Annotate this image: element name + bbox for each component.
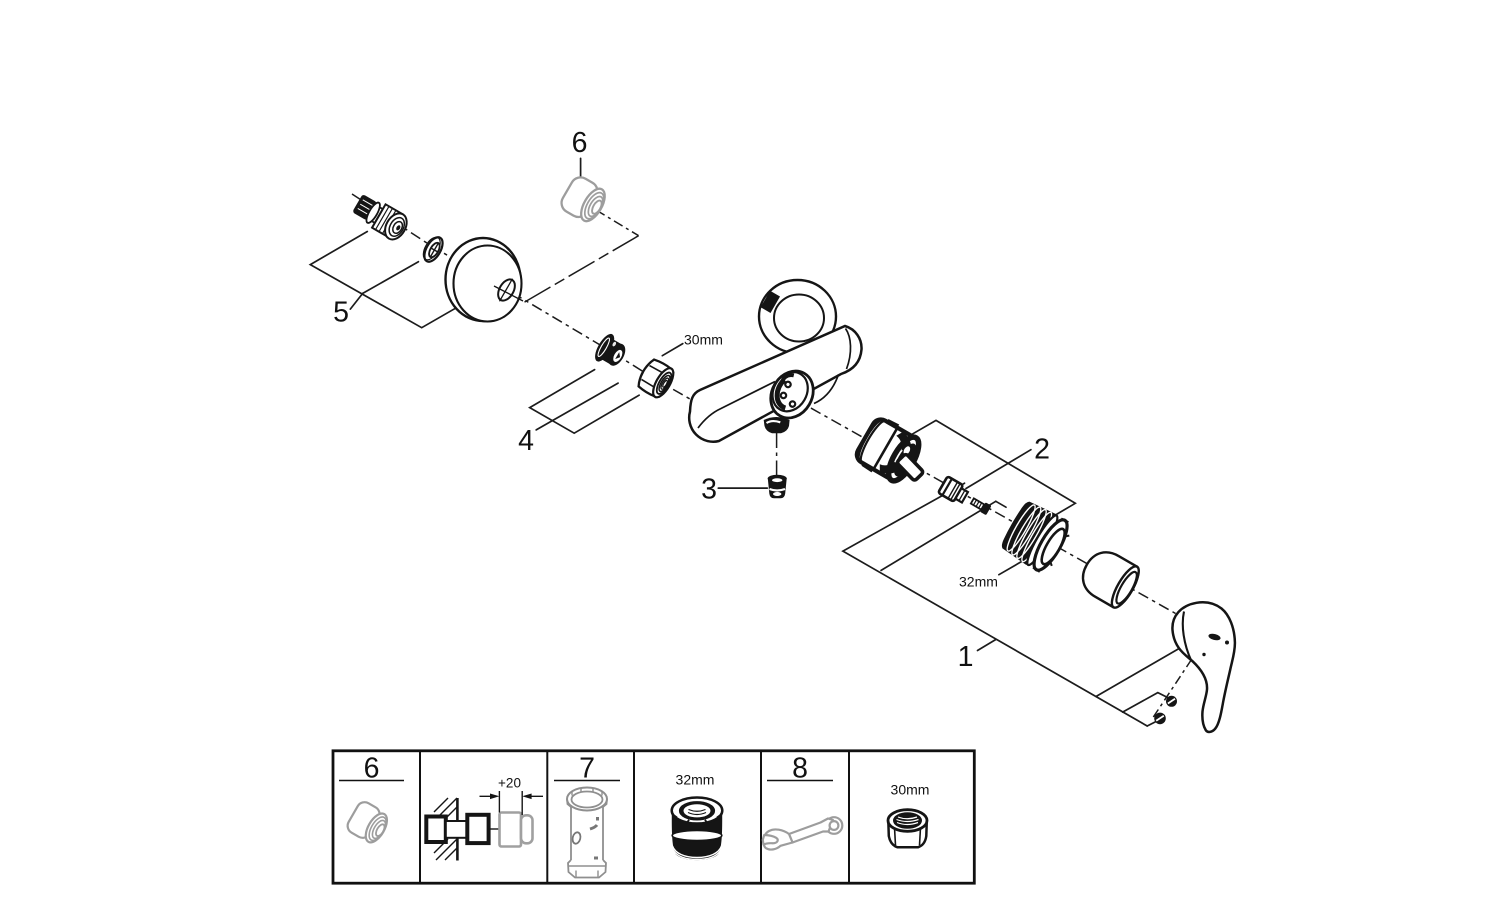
svg-text:4: 4: [518, 425, 534, 457]
svg-text:5: 5: [333, 297, 349, 329]
svg-text:7: 7: [579, 753, 595, 785]
svg-text:6: 6: [572, 127, 588, 159]
svg-text:8: 8: [792, 753, 808, 785]
svg-text:32mm: 32mm: [959, 574, 998, 590]
svg-text:30mm: 30mm: [684, 332, 723, 348]
svg-text:6: 6: [364, 753, 380, 785]
svg-text:32mm: 32mm: [676, 772, 715, 788]
svg-text:3: 3: [701, 474, 717, 506]
svg-text:30mm: 30mm: [891, 782, 930, 798]
svg-text:+20: +20: [498, 776, 521, 791]
svg-text:1: 1: [958, 641, 974, 673]
svg-text:2: 2: [1034, 434, 1050, 466]
